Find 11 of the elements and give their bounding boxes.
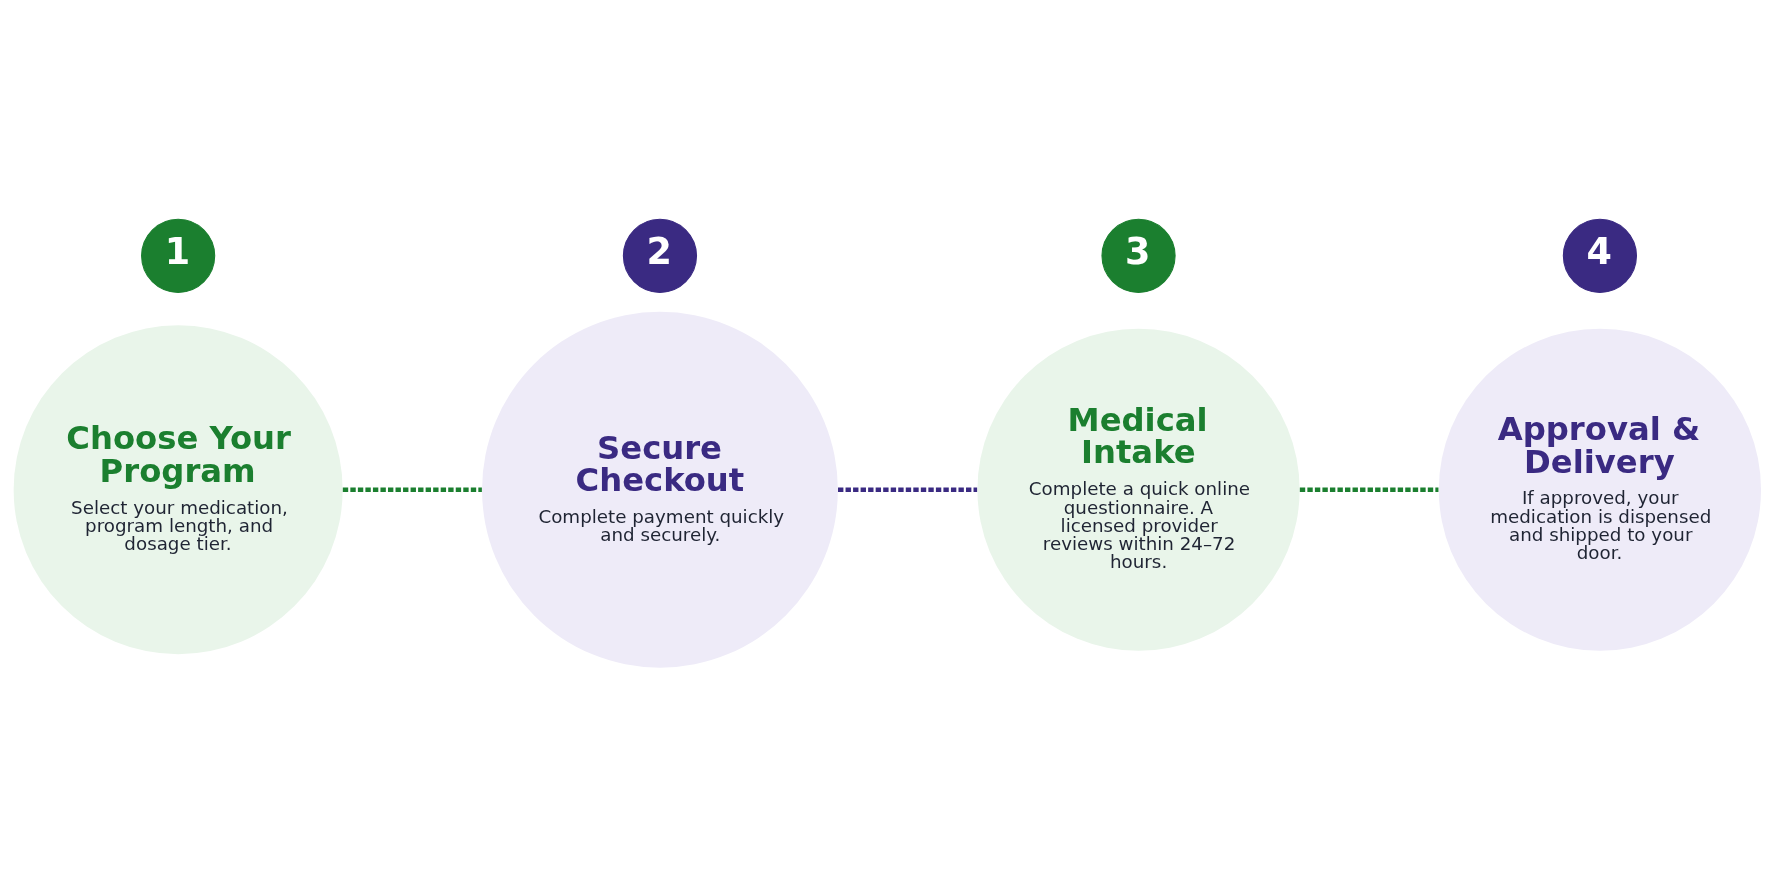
node-circle: 2: [622, 218, 697, 293]
node-circle: 4: [1562, 218, 1637, 293]
node-circle: Medical Intake Complete a quick online questionnaire. A licensed provider reviews within 24–72 hours.: [976, 328, 1300, 651]
node-circle: 1: [140, 218, 215, 293]
connector: [342, 487, 482, 492]
node-circle: Approval & Delivery If approved, your medication is dispensed and shipped to your door.: [1438, 328, 1761, 651]
connector: [837, 487, 977, 492]
node-circle: 3: [1100, 218, 1176, 293]
connector: [1299, 487, 1438, 492]
node-circle: Secure Checkout Complete payment quickly and securely.: [481, 311, 838, 668]
node-circle: Choose Your Program Select your medication, program length, and dosage tier.: [13, 325, 343, 655]
